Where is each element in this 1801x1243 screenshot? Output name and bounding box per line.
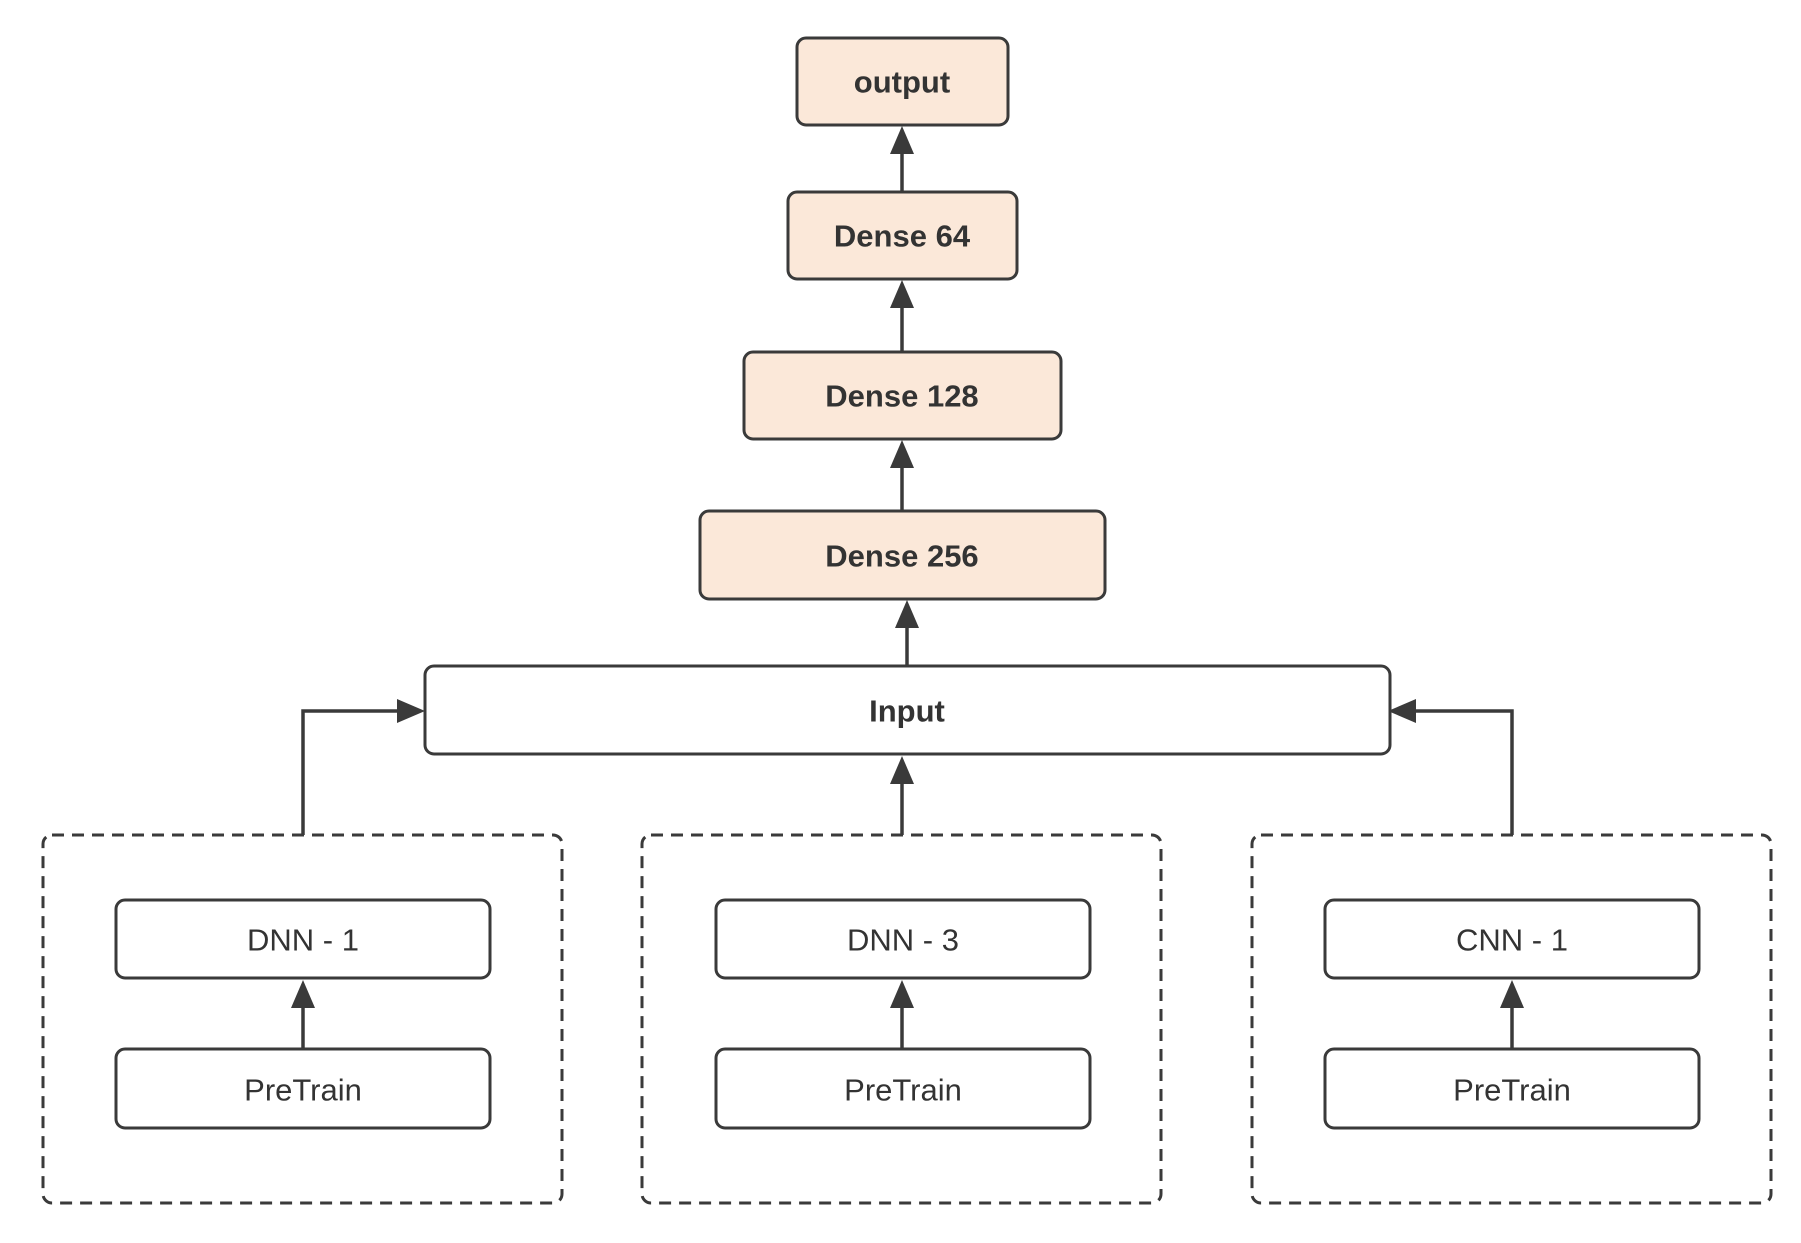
node-output-label: output — [854, 65, 950, 100]
node-input-label: Input — [869, 694, 945, 729]
arrowhead-input-bottom — [890, 756, 914, 784]
arrowhead-model2 — [890, 980, 914, 1008]
edges — [291, 126, 1524, 1049]
arrowhead-output — [890, 126, 914, 154]
node-pretrain-3-box — [1323, 1047, 1701, 1130]
node-dense-128-box — [742, 350, 1063, 441]
node-pretrain-3: PreTrain — [1323, 1047, 1701, 1130]
node-dense-128: Dense 128 — [742, 350, 1063, 441]
node-pretrain-2: PreTrain — [714, 1047, 1092, 1130]
node-pretrain-2-label: PreTrain — [844, 1073, 962, 1108]
node-pretrain-2-box — [714, 1047, 1092, 1130]
node-model-2-box — [714, 898, 1092, 980]
arrowhead-dense256 — [895, 600, 919, 628]
arrowhead-dense128 — [890, 440, 914, 468]
node-pretrain-3-label: PreTrain — [1453, 1073, 1571, 1108]
node-dense-64-box — [786, 190, 1019, 281]
node-model-1-box — [114, 898, 492, 980]
node-dense-256-box — [698, 509, 1107, 601]
node-pretrain-1-box — [114, 1047, 492, 1130]
node-model-2: DNN - 3 — [714, 898, 1092, 980]
arrowhead-model1 — [291, 980, 315, 1008]
node-model-3-label: CNN - 1 — [1456, 923, 1568, 958]
node-model-3-box — [1323, 898, 1701, 980]
node-dense-256: Dense 256 — [698, 509, 1107, 601]
node-input: Input — [423, 664, 1392, 756]
node-dense-64-label: Dense 64 — [834, 219, 971, 254]
node-pretrain-1: PreTrain — [114, 1047, 492, 1130]
node-dense-128-label: Dense 128 — [825, 379, 978, 414]
node-input-box — [423, 664, 1392, 756]
arrowhead-dense64 — [890, 280, 914, 308]
node-model-3: CNN - 1 — [1323, 898, 1701, 980]
edge-branch3-input — [1416, 709, 1514, 835]
node-pretrain-1-label: PreTrain — [244, 1073, 362, 1108]
node-model-1-label: DNN - 1 — [247, 923, 359, 958]
node-model-2-label: DNN - 3 — [847, 923, 959, 958]
node-output-box — [795, 36, 1010, 127]
node-dense-256-label: Dense 256 — [825, 539, 978, 574]
arrowhead-input-right — [1388, 699, 1416, 723]
edge-branch1-input — [301, 709, 397, 835]
node-dense-64: Dense 64 — [786, 190, 1019, 281]
node-model-1: DNN - 1 — [114, 898, 492, 980]
arrowhead-input-left — [397, 699, 425, 723]
node-output: output — [795, 36, 1010, 127]
arrowhead-model3 — [1500, 980, 1524, 1008]
